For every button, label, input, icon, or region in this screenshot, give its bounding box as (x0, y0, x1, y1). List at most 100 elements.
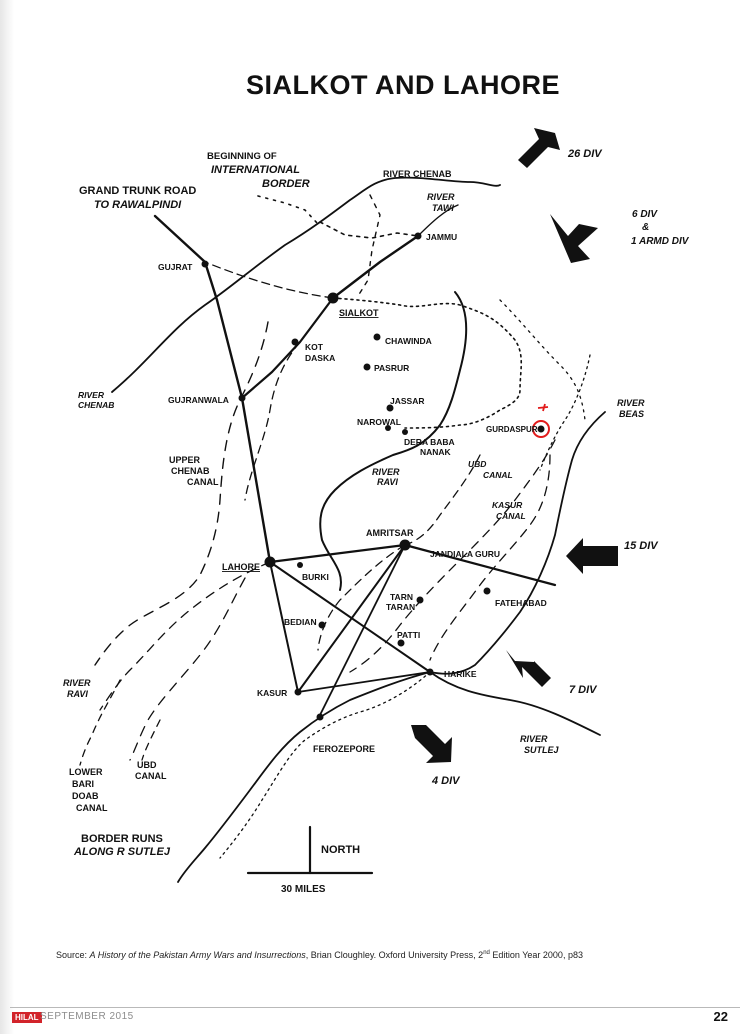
label-river-ravi-mid-2: RAVI (377, 477, 398, 487)
rail-jammu-sialkot (331, 234, 420, 300)
marker-amritsar (399, 539, 411, 551)
ubd-canal-west (141, 719, 161, 761)
label-lower-bari-1: LOWER (69, 767, 103, 777)
label-river-ravi-mid-1: RIVER (372, 467, 400, 477)
place-jandiala: JANDIALA GURU (430, 549, 500, 559)
label-kasur-canal-2: CANAL (496, 511, 526, 521)
label-7-div: 7 DIV (569, 684, 598, 696)
label-15-div: 15 DIV (624, 540, 659, 552)
place-chawinda: CHAWINDA (385, 336, 432, 346)
marker-jammu (414, 232, 422, 240)
source-citation: Source: A History of the Pakistan Army W… (56, 950, 583, 960)
river-ravi-south (99, 561, 271, 711)
place-kot-daska-2: DASKA (305, 353, 335, 363)
road-lahore-harike (269, 561, 431, 673)
canal-inner (404, 454, 481, 546)
lower-bari-canal (79, 679, 121, 766)
label-north: NORTH (321, 844, 360, 856)
marker-kot-daska (291, 338, 299, 346)
label-river-chenab-left-1: RIVER (78, 390, 105, 400)
label-gt-road-2: TO RAWALPINDI (94, 199, 182, 211)
place-burki: BURKI (302, 572, 329, 582)
place-amritsar: AMRITSAR (366, 528, 414, 538)
border-east (499, 299, 586, 421)
label-beginning-border-3: BORDER (262, 178, 310, 190)
source-rest: Edition Year 2000, p83 (489, 950, 583, 960)
arrow-6-div (550, 214, 598, 263)
rail-sialkot-gujranwala (240, 296, 335, 400)
source-book-title: A History of the Pakistan Army Wars and … (89, 950, 306, 960)
source-author: , Brian Cloughley. Oxford University Pre… (305, 950, 484, 960)
label-kasur-canal-1: KASUR (492, 500, 523, 510)
label-lower-bari-3: DOAB (72, 791, 99, 801)
label-6-div-3: 1 ARMD DIV (631, 236, 690, 247)
label-ubd-canal-right-1: UBD (468, 459, 486, 469)
road-amritsar-kasur (297, 544, 406, 693)
river-sutlej (177, 671, 601, 883)
label-6-div-1: 6 DIV (632, 209, 658, 220)
place-bedian: BEDIAN (284, 617, 317, 627)
river-ravi (319, 291, 468, 591)
place-tarn-2: TARAN (386, 602, 415, 612)
place-jassar: JASSAR (390, 396, 424, 406)
marker-narowal (385, 425, 391, 431)
gurdaspur-highlight (532, 403, 550, 438)
marker-gujrat (201, 260, 209, 268)
arrow-15-div (566, 538, 618, 574)
arrow-7-div (506, 650, 551, 687)
place-gujrat: GUJRAT (158, 262, 193, 272)
place-patti: PATTI (397, 630, 420, 640)
place-fatehabad: FATEHABAD (495, 598, 547, 608)
label-scale: 30 MILES (281, 884, 326, 895)
marker-kasur (294, 688, 302, 696)
marker-gurdaspur (537, 425, 545, 433)
source-prefix: Source: (56, 950, 90, 960)
page-number: 22 (713, 1009, 728, 1024)
marker-pasrur (363, 363, 371, 371)
marker-gujranwala (238, 394, 246, 402)
place-narowal: NAROWAL (357, 417, 401, 427)
link-canal (244, 341, 301, 501)
label-ubd-canal-right-2: CANAL (483, 470, 513, 480)
ubd-canal (349, 439, 556, 673)
label-upper-chenab-2: CHENAB (171, 466, 210, 476)
place-sialkot: SIALKOT (339, 308, 379, 318)
place-dera-baba-1: DERA BABA (404, 437, 455, 447)
label-beginning-border-2: INTERNATIONAL (211, 164, 300, 176)
arrow-4-div (411, 725, 452, 763)
label-border-note-2: ALONG R SUTLEJ (73, 846, 171, 858)
place-gujranwala: GUJRANWALA (168, 395, 229, 405)
marker-jassar (386, 404, 394, 412)
marker-lahore (264, 556, 276, 568)
label-6-div-2: & (642, 222, 649, 233)
arrow-26-div (518, 128, 560, 168)
place-pasrur: PASRUR (374, 363, 409, 373)
border-sialkot-sector (319, 221, 419, 239)
marker-ferozepore (316, 713, 324, 721)
upper-chenab-canal (94, 321, 269, 666)
footer-divider (10, 1007, 740, 1008)
border-north (357, 194, 381, 297)
place-harike: HARIKE (444, 669, 477, 679)
grand-trunk-road (153, 214, 272, 564)
label-river-chenab-top: RIVER CHENAB (383, 169, 452, 179)
road-lahore-kasur (269, 561, 299, 693)
place-lahore: LAHORE (222, 562, 260, 572)
river-ravi-north (332, 297, 523, 429)
river-ravi-west (129, 577, 246, 761)
marker-dera-baba (402, 429, 408, 435)
place-ferozepore: FEROZEPORE (313, 744, 375, 754)
brand-logo: HILAL (12, 1012, 42, 1023)
marker-bedian (318, 621, 326, 629)
label-river-sutlej-1: RIVER (520, 734, 548, 744)
label-lower-bari-2: BARI (72, 779, 94, 789)
label-river-ravi-left-2: RAVI (67, 689, 88, 699)
marker-burki (297, 562, 303, 568)
label-beginning-border-1: BEGINNING OF (207, 151, 277, 162)
label-river-ravi-left-1: RIVER (63, 678, 91, 688)
label-ubd-canal-left-1: UBD (137, 760, 157, 770)
road-amritsar-east (403, 543, 557, 587)
label-river-beas-2: BEAS (619, 409, 644, 419)
place-jammu: JAMMU (426, 232, 457, 242)
